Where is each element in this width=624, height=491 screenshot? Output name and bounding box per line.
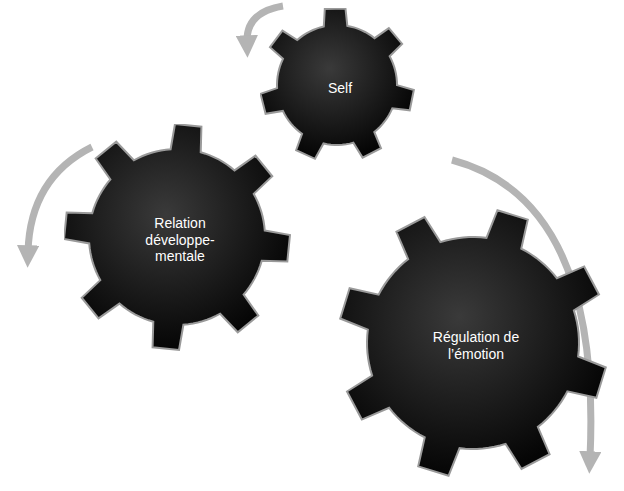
gear-label-area: Relation développe- mentale — [64, 124, 296, 356]
gear-outline — [340, 210, 606, 476]
gear-outline — [261, 8, 414, 158]
gear-label: Régulation de l’émotion — [422, 329, 530, 363]
gear-node: Self — [260, 8, 420, 168]
gear-node: Régulation de l’émotion — [338, 208, 614, 484]
gear-outline — [64, 124, 290, 350]
gear-label-area: Régulation de l’émotion — [338, 208, 614, 484]
gear-label: Relation développe- mentale — [137, 215, 223, 265]
gear-label-area: Self — [260, 8, 420, 168]
gear-label: Self — [328, 80, 352, 97]
gear-node: Relation développe- mentale — [64, 124, 296, 356]
